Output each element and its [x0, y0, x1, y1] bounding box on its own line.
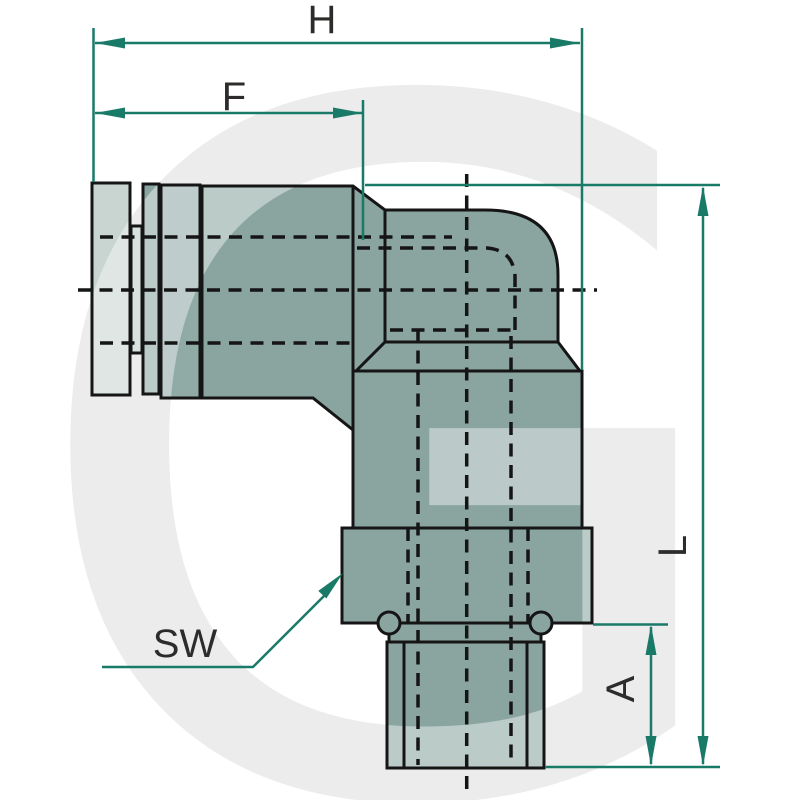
seal-ring-right: [528, 610, 554, 636]
dimension-label-l: L: [651, 535, 695, 557]
arrowhead-icon: [697, 736, 709, 766]
left-chamfer-edge: [354, 340, 387, 373]
arrowhead-icon: [697, 186, 709, 216]
seal-ring-left: [376, 610, 402, 636]
arrowhead-icon: [95, 37, 125, 49]
hidden-edge-lines: [78, 174, 597, 797]
arrowhead-icon: [318, 573, 343, 599]
dimension-label-sw: SW: [153, 622, 218, 666]
dimension-a: A: [593, 623, 668, 766]
dimension-l: L: [365, 183, 720, 769]
collet-ring-1-outline: [141, 182, 161, 396]
fitting-outlines: [90, 181, 594, 770]
collet-ring-2-outline: [159, 183, 202, 400]
arrowhead-icon: [645, 625, 657, 655]
arrowhead-icon: [333, 107, 363, 119]
dimension-f: F: [95, 75, 365, 240]
dimension-label-a: A: [599, 675, 643, 702]
arrowhead-icon: [645, 736, 657, 766]
arrowhead-icon: [550, 37, 580, 49]
dimension-label-h: H: [308, 0, 337, 42]
arrowhead-icon: [95, 107, 125, 119]
release-groove: [131, 226, 142, 353]
sw-leader: SW: [102, 573, 343, 669]
dimension-h: H: [92, 0, 584, 370]
dimension-label-f: F: [222, 75, 246, 119]
